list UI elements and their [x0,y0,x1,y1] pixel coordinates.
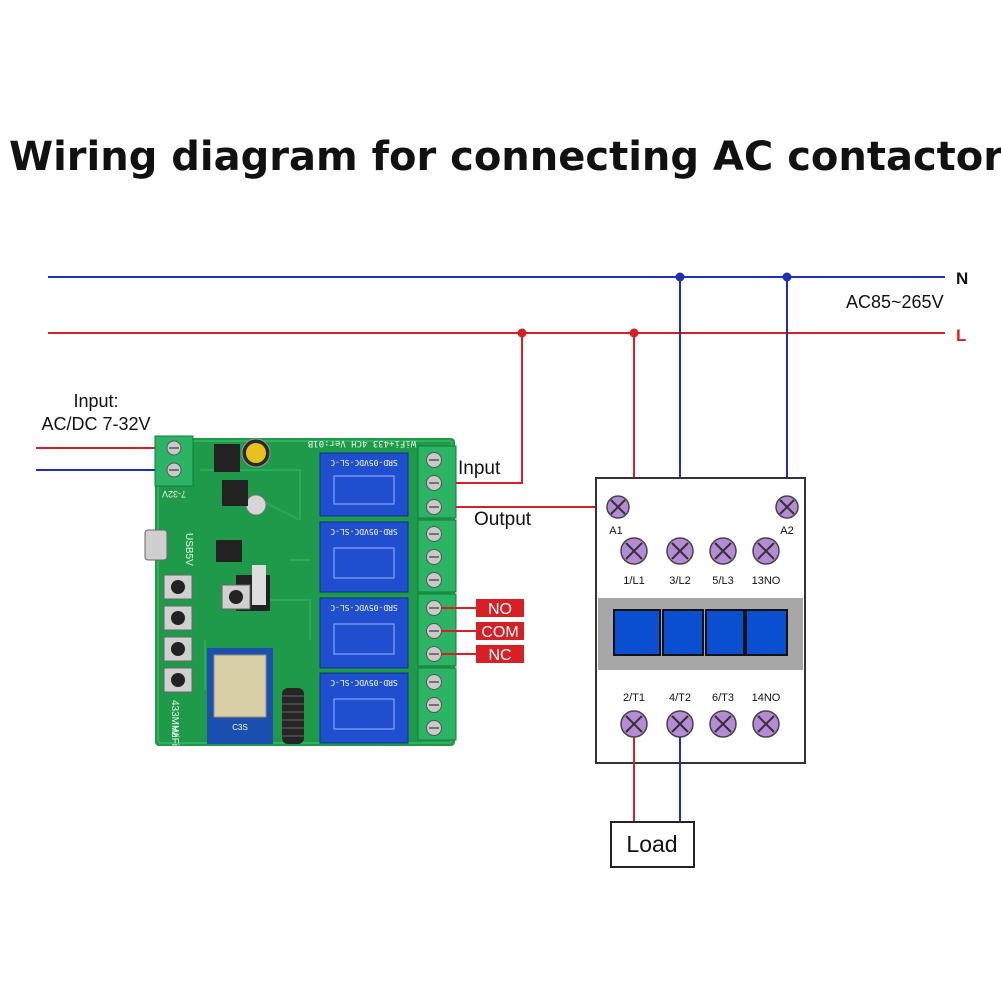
contact-indicator [705,609,745,656]
top-terminal-label: 5/L3 [712,575,733,587]
bottom-terminal-label: 14NO [752,692,781,704]
top-terminal-label: 3/L2 [669,575,690,587]
board-silk: WiFi+433 4CH Ver:01B [308,438,416,448]
rf-antenna [282,688,304,744]
live-to-relay-input-wire [441,333,523,484]
power-input-label: Input: [73,391,118,411]
diagram-title: Wiring diagram for connecting AC contact… [9,134,1001,180]
relay-2: SRD-05VDC-SL-C [319,521,409,593]
module-label: C3S [232,723,248,732]
relay-4: SRD-05VDC-SL-C [319,672,409,744]
pcb [155,438,455,746]
bottom-terminal-label: 6/T3 [712,692,734,704]
no-tag-label: NO [488,601,512,618]
coil-terminal-a2 [775,495,799,519]
com-tag [476,622,524,640]
contact-indicator [613,609,661,656]
load-box [610,821,695,868]
usb-port [144,529,168,561]
output-terminal-blocks [417,445,457,741]
terminal-2-t1 [620,710,648,738]
relay-input-label: Input [458,458,501,479]
power-input-voltage: AC/DC 7-32V [41,414,150,434]
load-label: Load [626,831,677,857]
terminal-4-t2 [666,710,694,738]
freq-silk: 433MHz [169,700,180,737]
bottom-terminal-label: 4/T2 [669,692,691,704]
relay-3: SRD-05VDC-SL-C [319,597,409,669]
terminal-1-l1 [620,537,648,565]
relay-model-silk: SRD-05VDC-SL-C [330,678,398,687]
top-terminal-label: 13NO [752,575,781,587]
terminal-6-t3 [709,710,737,738]
power-voltage-silk: 7-32V [162,489,186,499]
com-tag-label: COM [481,624,518,641]
neutral-label: N [956,269,968,288]
coil-terminal-a1 [606,495,630,519]
contact-indicator [662,609,704,656]
live-label: L [956,326,966,345]
bottom-terminal-label: 2/T1 [623,692,645,704]
no-tag [476,599,524,617]
relay-model-silk: SRD-05VDC-SL-C [330,527,398,536]
relay-1: SRD-05VDC-SL-C [319,452,409,517]
contact-tags: NO COM NC [441,599,524,664]
relay-board: 7-32V USB5V C3S [144,435,457,746]
terminal-14-no [752,710,780,738]
contact-indicator [745,609,788,656]
top-terminal-label: 1/L1 [623,575,644,587]
coil-a1-label: A1 [609,525,622,537]
terminal-5-l3 [709,537,737,565]
wifi-silk: WiFi [169,726,180,746]
supply-voltage-label: AC85~265V [846,292,944,312]
relay-model-silk: SRD-05VDC-SL-C [330,458,398,467]
terminal-13-no [752,537,780,565]
usb-silk: USB5V [183,533,194,566]
terminal-3-l2 [666,537,694,565]
relay-output-label: Output [474,509,532,530]
ac-contactor: A1 A2 1/L1 3/L2 5/L3 13NO [595,477,806,764]
nc-tag [476,645,524,663]
nc-tag-label: NC [488,647,511,664]
relay-model-silk: SRD-05VDC-SL-C [330,603,398,612]
coil-a2-label: A2 [780,525,793,537]
